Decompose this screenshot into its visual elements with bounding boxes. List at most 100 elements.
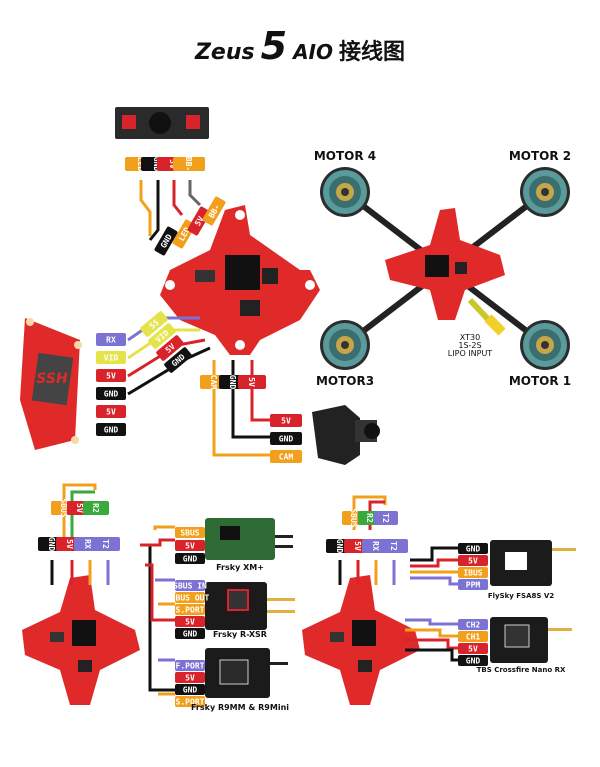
svg-text:5V: 5V [193,215,206,228]
svg-text:S.PORT: S.PORT [176,698,205,707]
svg-text:GND: GND [183,630,198,639]
svg-text:GND: GND [466,545,481,554]
cam-wire-pill: 5V [238,375,266,389]
left-rx-pin-pill: 5V [175,540,205,551]
svg-text:RX: RX [371,541,380,551]
svg-text:R2: R2 [365,513,374,523]
title-number: 5 [260,24,288,68]
rx-r-xsr-name: Frsky R-XSR [213,630,267,639]
motor-label: MOTOR3 [316,374,374,388]
svg-text:5V: 5V [247,377,256,387]
svg-text:GND: GND [228,375,237,390]
svg-text:RX: RX [83,539,92,549]
flight-controller-right [302,575,420,705]
left-rx-pin-pill: S.PORT [175,696,205,707]
svg-text:SBUS IN: SBUS IN [173,582,207,591]
motor-3 [320,320,370,370]
svg-text:PPM: PPM [466,581,481,590]
motor-4 [320,167,370,217]
svg-text:CH2: CH2 [466,621,481,630]
led-wire-pill: BB- [173,157,205,171]
right-rx-pin-pill: CH1 [458,631,488,642]
right-rx-pin-pill: GND [458,655,488,666]
svg-text:5V: 5V [185,674,195,683]
rx-r-xsr-board [205,582,295,630]
vtx-pad-pill: RX [96,333,126,346]
rx-crossfire-name: TBS Crossfire Nano RX [477,666,566,674]
battery-note-line3: LIPO INPUT [448,349,493,358]
svg-text:BB-: BB- [184,157,193,171]
svg-text:S.PORT: S.PORT [176,606,205,615]
led-tail-pill: 5V [187,206,211,236]
rx-flysky-board [490,540,576,586]
motor-1 [520,320,570,370]
svg-text:GND: GND [47,537,56,552]
svg-text:5V: 5V [468,557,478,566]
svg-text:GND: GND [183,686,198,695]
svg-text:F.PORT: F.PORT [176,662,205,671]
title-subtitle: 接线图 [339,40,406,65]
svg-text:5V: 5V [106,372,116,381]
svg-text:SBUS OUT: SBUS OUT [171,594,210,603]
svg-text:SBUS: SBUS [59,498,68,517]
svg-text:GND: GND [152,157,161,172]
svg-text:GND: GND [335,539,344,554]
left-rx-pin-pill: GND [175,684,205,695]
rx-flysky-name: FlySky FSA8S V2 [488,592,554,600]
svg-text:5V: 5V [106,408,116,417]
svg-text:5V: 5V [168,159,177,169]
left-rx-wires [50,483,175,696]
left-rx-pin-pill: SBUS IN [173,580,207,591]
svg-text:VID: VID [104,354,119,363]
svg-text:5V: 5V [353,541,362,551]
left-rx-pin-pill: GND [175,553,205,564]
rx-crossfire-board [490,617,572,663]
svg-text:LED: LED [136,157,145,172]
svg-text:SBUS: SBUS [180,529,199,538]
svg-text:GND: GND [279,435,294,444]
right-rx-pin-pill: CH2 [458,619,488,630]
right-rx-pin-pill: 5V [458,555,488,566]
svg-text:T2: T2 [389,541,398,551]
motor-label: MOTOR 4 [314,149,376,163]
quad-board [385,208,505,320]
xt30-connector [484,314,506,336]
motor-label: MOTOR 2 [509,149,571,163]
svg-text:5V: 5V [468,645,478,654]
right-rx-wires [338,495,458,662]
vtx-pad-pill: GND [96,387,126,400]
cam-pad-pill: GND [270,432,302,445]
svg-text:CH1: CH1 [466,633,481,642]
svg-text:CAM: CAM [279,453,294,462]
motor-2 [520,167,570,217]
right-side-pill: T2 [380,539,408,553]
title-model: AIO [293,40,333,64]
led-tail-pill: BB- [202,196,226,226]
cam-pad-pill: 5V [270,414,302,427]
vtx-pad-pill: 5V [96,405,126,418]
rx-xm-plus-board [205,518,293,560]
left-rx-pin-pill: SBUS OUT [171,592,210,603]
left-side-pill: T2 [92,537,120,551]
led-buzzer-module [115,107,209,139]
camera-wires [212,360,270,457]
svg-text:CAM: CAM [209,375,218,390]
svg-text:GND: GND [466,657,481,666]
title-brand: Zeus [194,40,255,65]
vtx-pad-pill: GND [96,423,126,436]
motor-label: MOTOR 1 [509,374,571,388]
fpv-camera [312,405,380,465]
svg-text:5V: 5V [281,417,291,426]
svg-text:R2: R2 [91,503,100,513]
right-rx-pin-pill: GND [458,543,488,554]
rx-r9mm-name: Frsky R9MM & R9Mini [191,703,289,712]
left-rx-pin-pill: 5V [175,672,205,683]
right-rx-pin-pill: IBUS [458,567,488,578]
cam-pad-pill: CAM [270,450,302,463]
svg-text:T2: T2 [101,539,110,549]
vtx-logo: SSH [36,371,68,387]
battery-note-line2: 1S-2S [458,341,481,350]
svg-text:5V: 5V [75,503,84,513]
vtx-module [20,318,82,450]
